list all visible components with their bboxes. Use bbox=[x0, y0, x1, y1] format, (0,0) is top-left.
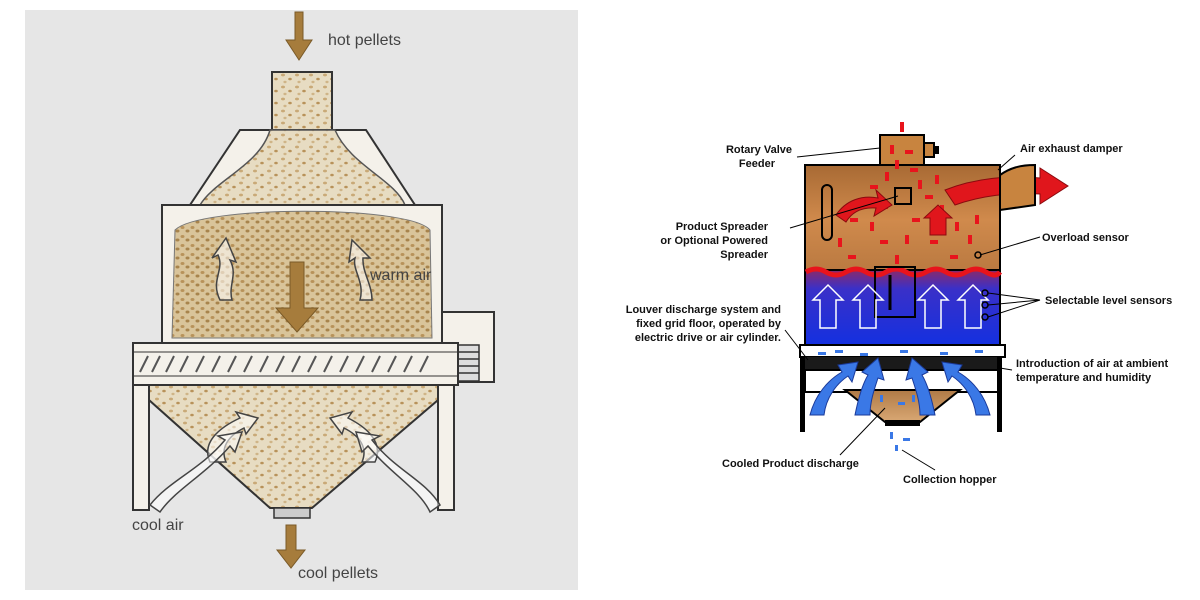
louver-label-1: Louver discharge system and bbox=[626, 304, 781, 316]
exhaust-duct bbox=[999, 163, 1036, 212]
collection-hopper-label: Collection hopper bbox=[903, 474, 997, 486]
rotary-valve-label-2: Feeder bbox=[739, 158, 776, 170]
pellets-down-arrow bbox=[274, 261, 320, 333]
hot-product-zone bbox=[804, 164, 1001, 276]
air-intro-label-1: Introduction of air at ambient bbox=[1016, 358, 1169, 370]
hot-pellets-inlet-arrow bbox=[285, 11, 313, 61]
cool-pellets bbox=[818, 350, 983, 451]
cool-air-label: cool air bbox=[132, 517, 184, 534]
right-leg bbox=[997, 357, 1002, 432]
support-legs bbox=[132, 384, 455, 511]
warm-air-arrows bbox=[148, 236, 442, 514]
discharge-grate bbox=[132, 342, 459, 386]
cool-pellets-label: cool pellets bbox=[298, 565, 378, 582]
leader-lines bbox=[784, 147, 1041, 471]
ambient-air-arrows bbox=[809, 357, 991, 416]
discharge-hopper bbox=[148, 384, 439, 519]
hot-pellets-label: hot pellets bbox=[328, 32, 401, 49]
cooling-air-up-arrows bbox=[811, 283, 990, 329]
hot-cold-interface bbox=[804, 266, 1003, 278]
air-intro-label-2: temperature and humidity bbox=[1016, 372, 1152, 384]
spreader-label-2: or Optional Powered bbox=[660, 235, 768, 247]
rotary-valve-label-1: Rotary Valve bbox=[726, 144, 792, 156]
inlet-chute bbox=[271, 71, 333, 131]
level-rod bbox=[821, 184, 833, 241]
air-exhaust-label: Air exhaust damper bbox=[1020, 143, 1123, 155]
pellet-flow-arrows bbox=[274, 11, 320, 569]
overload-sensor-label: Overload sensor bbox=[1042, 232, 1130, 244]
spreader-label-1: Product Spreader bbox=[676, 221, 769, 233]
cooling-zone bbox=[804, 269, 1001, 346]
louver-label-3: electric drive or air cylinder. bbox=[635, 332, 781, 344]
right-diagram: Rotary Valve Feeder Air exhaust damper P… bbox=[626, 122, 1172, 486]
cool-pellets-outlet-arrow bbox=[275, 524, 307, 569]
rotary-valve-feeder bbox=[879, 134, 939, 166]
warm-air-label: warm air bbox=[369, 267, 432, 284]
grid-floor bbox=[805, 357, 1000, 371]
product-spreader bbox=[894, 187, 912, 205]
left-diagram: hot pellets warm air cool air cool pelle… bbox=[25, 10, 578, 590]
spreader-label-3: Spreader bbox=[720, 249, 768, 261]
level-sensors-label: Selectable level sensors bbox=[1045, 295, 1172, 307]
right-labels: Rotary Valve Feeder Air exhaust damper P… bbox=[626, 143, 1172, 486]
left-leg bbox=[800, 357, 805, 432]
louver-label-2: fixed grid floor, operated by bbox=[636, 318, 782, 330]
cooled-product-label: Cooled Product discharge bbox=[722, 458, 859, 470]
